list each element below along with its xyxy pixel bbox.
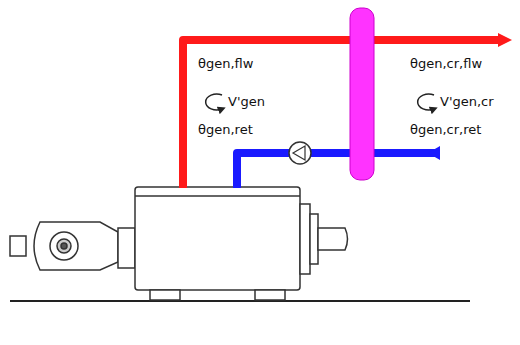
circulation-symbol: [418, 94, 434, 110]
circulation-symbol: [206, 94, 222, 110]
flow-arrowhead: [498, 33, 512, 47]
flow-pipe: [183, 40, 500, 188]
variable-label: θgen,flw: [198, 56, 253, 72]
variable-label: θgen,cr,flw: [410, 56, 482, 72]
return-pipe: [237, 153, 438, 188]
variable-label: θgen,cr,ret: [410, 122, 481, 138]
engine-block: [135, 187, 348, 300]
variable-label: θgen,ret: [198, 122, 253, 138]
pump-symbol: [289, 142, 311, 164]
return-arrowhead: [428, 146, 440, 160]
floor-line: [10, 300, 470, 302]
variable-label: V'gen,cr: [440, 94, 494, 110]
variable-label: V'gen: [228, 94, 265, 110]
blower-symbol: [10, 222, 135, 270]
hydraulic-separator: [350, 8, 374, 180]
